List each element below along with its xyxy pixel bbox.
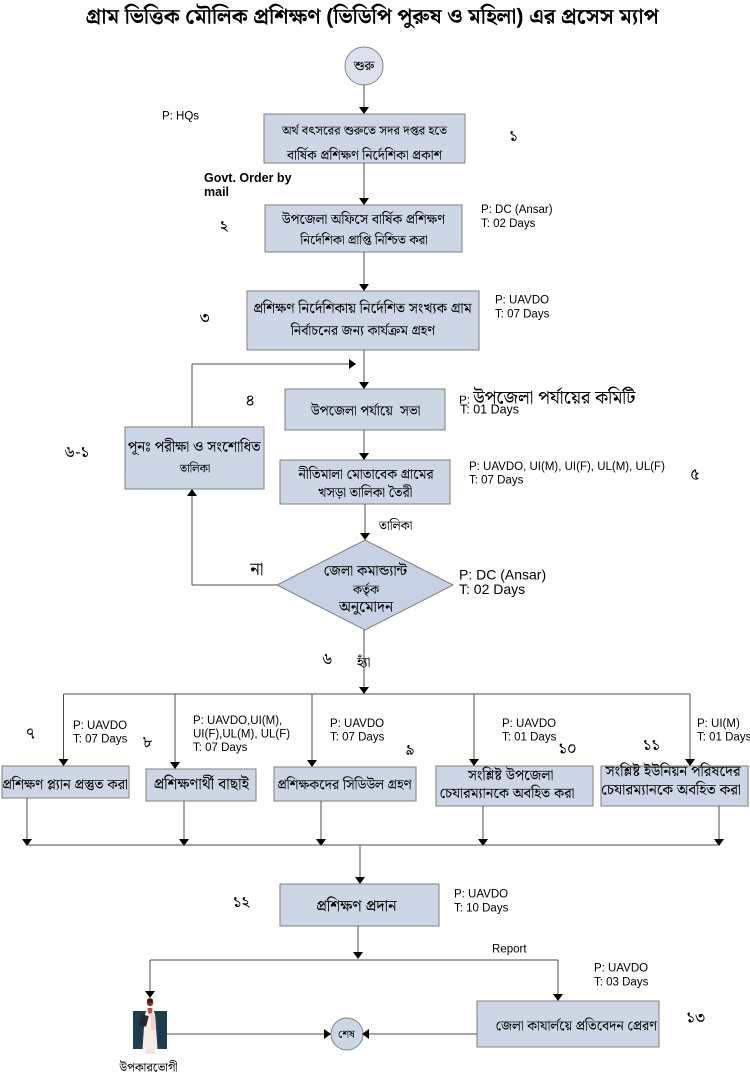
svg-text:T: 01 Days: T: 01 Days (460, 403, 519, 417)
svg-text:P: UAVDO: P: UAVDO (495, 294, 549, 306)
svg-text:T: 02 Days: T: 02 Days (459, 581, 525, 597)
svg-text:P: UAVDO,UI(M),: P: UAVDO,UI(M), (193, 715, 282, 727)
svg-text:T: 07 Days: T: 07 Days (330, 731, 385, 743)
svg-text:mail: mail (204, 185, 229, 199)
svg-text:T: 07 Days: T: 07 Days (495, 308, 550, 320)
svg-text:P: UAVDO: P: UAVDO (330, 718, 384, 730)
svg-text:P: DC (Ansar): P: DC (Ansar) (459, 567, 546, 583)
svg-text:Report: Report (492, 943, 527, 955)
svg-text:P: DC (Ansar): P: DC (Ansar) (481, 204, 553, 216)
svg-text:P: UAVDO: P: UAVDO (502, 718, 556, 730)
svg-text:T: 07 Days: T: 07 Days (469, 474, 524, 486)
svg-text:P: UI(M): P: UI(M) (697, 718, 740, 730)
svg-text:T: 02 Days: T: 02 Days (481, 218, 536, 230)
svg-text:P: UAVDO: P: UAVDO (594, 962, 648, 974)
svg-text:T: 01 Days: T: 01 Days (502, 731, 557, 743)
svg-text:T: 07 Days: T: 07 Days (73, 733, 128, 745)
svg-text:P: UAVDO: P: UAVDO (454, 888, 508, 900)
svg-text:UI(F),UL(M), UL(F): UI(F),UL(M), UL(F) (193, 728, 290, 740)
svg-text:T: 01 Days: T: 01 Days (697, 731, 750, 743)
svg-text:P: HQs: P: HQs (162, 110, 199, 122)
svg-text:T: 10 Days: T: 10 Days (454, 902, 509, 914)
svg-text:Govt. Order by: Govt. Order by (204, 171, 292, 185)
svg-text:T: 07 Days: T: 07 Days (193, 742, 248, 754)
svg-text:T: 03 Days: T: 03 Days (594, 976, 649, 988)
svg-text:P: UAVDO: P: UAVDO (73, 720, 127, 732)
svg-text:P: UAVDO, UI(M), UI(F), UL(M),: P: UAVDO, UI(M), UI(F), UL(M), UL(F) (469, 461, 665, 473)
